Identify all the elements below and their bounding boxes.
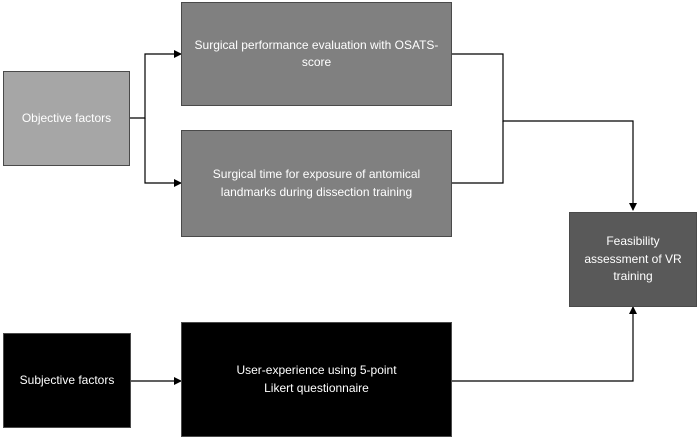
osats-label-line2: score xyxy=(301,55,332,69)
user-experience-label-line2: Likert questionnaire xyxy=(264,380,369,395)
objective-factors-node: Objective factors xyxy=(3,71,130,166)
osats-evaluation-node: Surgical performance evaluation with OSA… xyxy=(181,2,452,106)
feasibility-assessment-node: Feasibility assessment of VR training xyxy=(569,212,697,307)
edge-objective-to-time xyxy=(144,118,182,187)
edge-osats-to-feasibility xyxy=(452,53,637,211)
osats-label-line1: Surgical performance evaluation with OSA… xyxy=(194,37,439,52)
surgical-time-label-line1: Surgical time for exposure of antomical xyxy=(212,167,421,182)
surgical-time-label-line2: landmarks during dissection training xyxy=(220,184,413,199)
surgical-time-node: Surgical time for exposure of antomical … xyxy=(181,130,452,237)
edge-objective-to-osats xyxy=(130,50,182,119)
user-experience-node: User-experience using 5-point Likert que… xyxy=(181,322,452,437)
feasibility-label-line1: Feasibility xyxy=(606,234,660,249)
feasibility-label-line3: training xyxy=(613,269,653,284)
feasibility-label-line2: assessment of VR xyxy=(584,251,682,266)
user-experience-label-line1: User-experience using 5-point xyxy=(236,363,397,378)
edge-ux-to-feasibility xyxy=(452,306,637,382)
edge-time-to-feasibility xyxy=(452,121,504,184)
subjective-factors-label: Subjective factors xyxy=(19,372,115,387)
subjective-factors-node: Subjective factors xyxy=(3,333,131,428)
objective-factors-label: Objective factors xyxy=(21,110,112,125)
